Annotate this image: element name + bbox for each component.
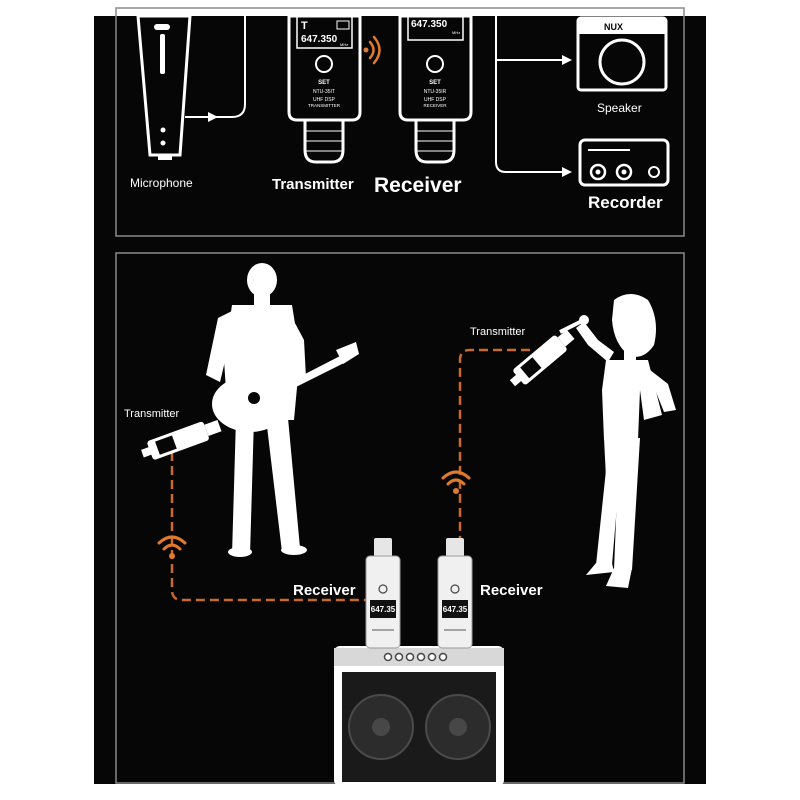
receiver-label: Receiver [374, 174, 462, 197]
singer-silhouette [576, 294, 676, 588]
receiver-unit: MHz [452, 30, 460, 35]
receiver-set-button-label: SET [429, 80, 441, 86]
guitar-transmitter-icon [141, 419, 222, 460]
receiver-model: NTU-35IR [424, 89, 447, 95]
speaker-icon [576, 16, 668, 92]
transmitter-desc-line1: UHF DSP [313, 97, 336, 103]
mic-to-transmitter-line [185, 16, 246, 118]
transmitter-device-icon [287, 14, 362, 164]
wireless-signal-icon [157, 535, 187, 559]
speaker-brand: NUX [604, 22, 623, 32]
receiver-right-display: 647.35 [443, 605, 468, 614]
transmitter-unit: MHz [340, 42, 348, 47]
transmitter-set-button-label: SET [318, 80, 330, 86]
receiver-desc-line2: RECEIVER [423, 103, 447, 108]
speaker-label: Speaker [597, 101, 642, 115]
receiver-frequency: 647.350 [411, 19, 448, 30]
receiver-right-label: Receiver [480, 582, 543, 599]
receiver-left-label: Receiver [293, 582, 356, 599]
receiver-device-icon [398, 14, 473, 164]
guitar-soundhole [248, 392, 260, 404]
vocal-signal-path [458, 348, 530, 555]
guitarist-silhouette [206, 263, 359, 557]
receiver-left-display: 647.35 [371, 605, 396, 614]
wireless-signal-icon [363, 35, 381, 65]
wireless-signal-icon [441, 470, 471, 494]
guitar-signal-path [170, 452, 372, 602]
transmitter-model: NTU-35IT [313, 89, 335, 95]
guitar-transmitter-label: Transmitter [124, 408, 180, 420]
arrow-head-icon [562, 55, 572, 65]
amp-knobs [383, 652, 448, 662]
microphone-icon [136, 14, 192, 160]
transmitter-label: Transmitter [272, 176, 354, 193]
transmitter-frequency: 647.350 [301, 34, 338, 45]
recorder-label: Recorder [588, 193, 663, 212]
receiver-right-icon [437, 538, 473, 649]
arrow-head-icon [208, 112, 218, 122]
top-panel-frame [115, 7, 685, 237]
arrow-head-icon [562, 167, 572, 177]
receiver-output-lines [495, 16, 565, 173]
vocal-transmitter-icon [509, 329, 575, 387]
amp-cabinet-icon [334, 646, 504, 786]
transmitter-desc-line2: TRANSMITTER [308, 103, 341, 108]
microphone-label: Microphone [130, 176, 193, 190]
recorder-icon [578, 138, 670, 187]
microphone-handheld-icon [559, 315, 589, 334]
receiver-desc-line1: UHF DSP [424, 97, 447, 103]
receiver-left-icon [365, 538, 401, 649]
transmitter-mode-letter: T [301, 20, 308, 32]
vocal-transmitter-label: Transmitter [470, 326, 526, 338]
